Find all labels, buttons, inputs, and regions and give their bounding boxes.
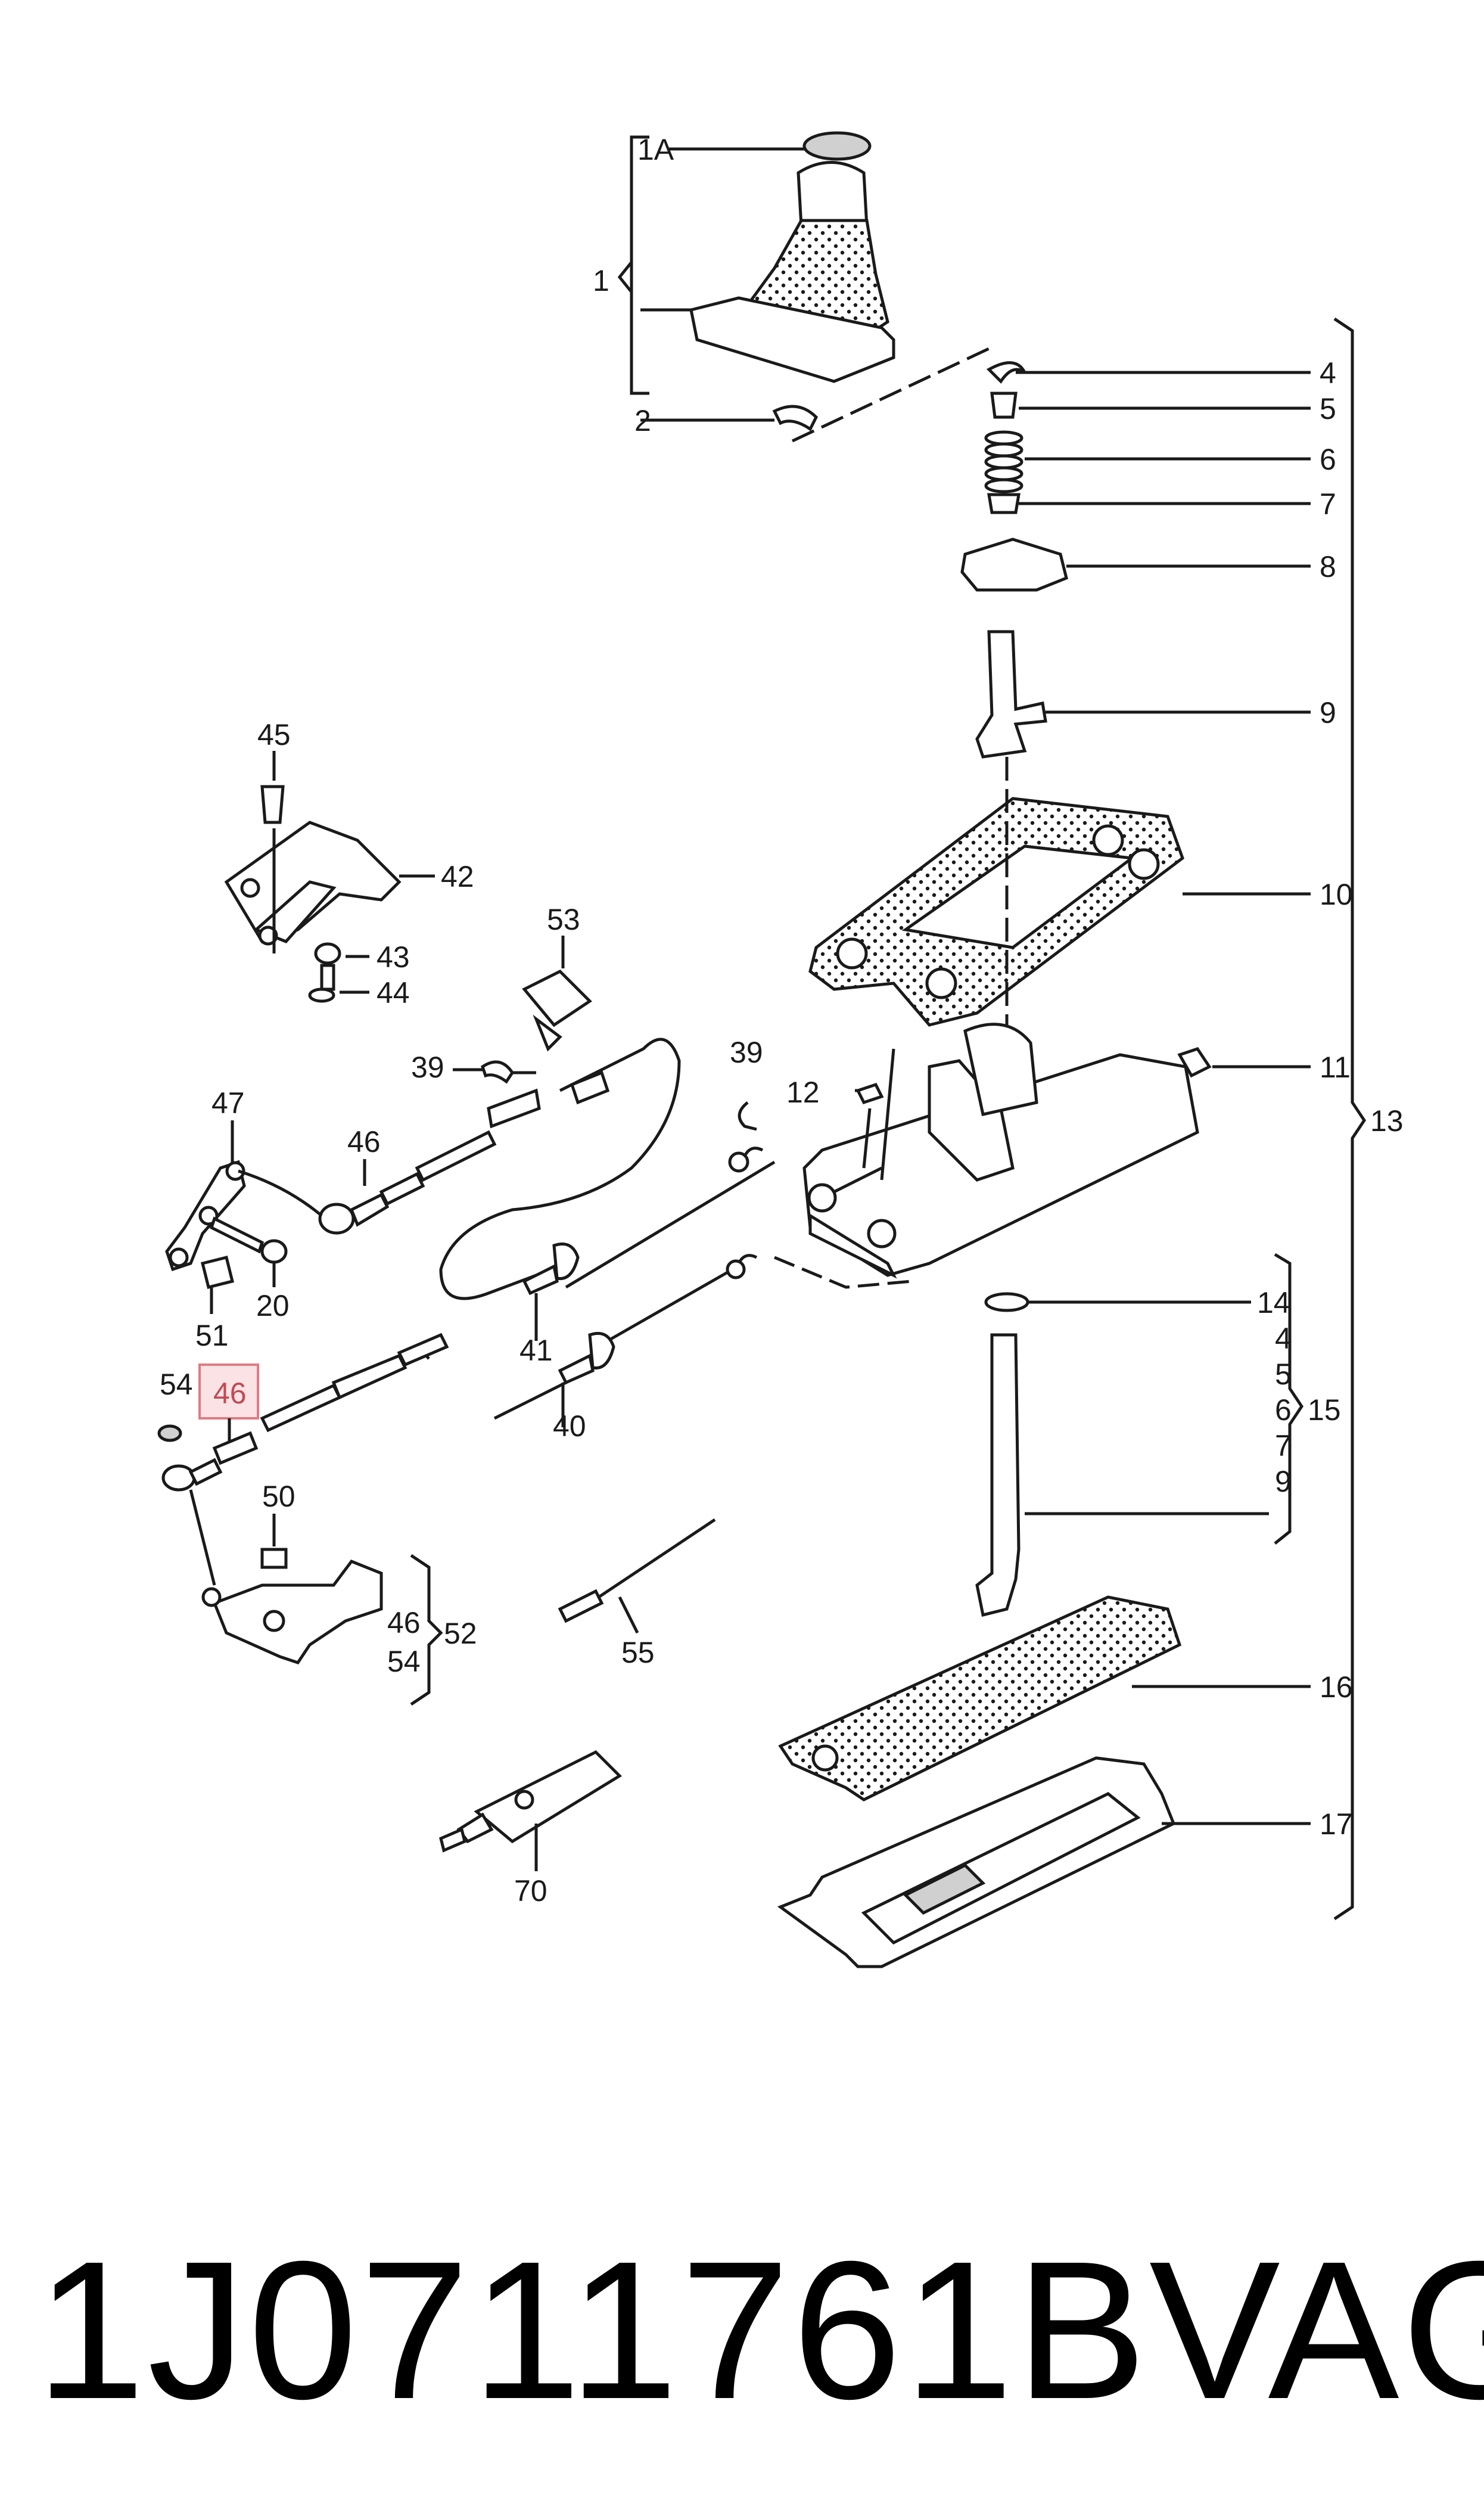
callout-15: 15 (1308, 1393, 1341, 1427)
callout-40: 40 (553, 1409, 586, 1443)
callout-16: 16 (1320, 1670, 1353, 1704)
cable-tie (558, 1518, 716, 1634)
cable-clip (522, 936, 592, 1052)
callout-14: 14 (1257, 1286, 1290, 1319)
callout-42: 42 (441, 860, 474, 893)
callout-1A: 1A (637, 133, 674, 166)
group52-46: 46 (387, 1606, 421, 1639)
callout-7: 7 (1320, 487, 1336, 521)
callout-50: 50 (262, 1480, 295, 1513)
part-number: 1J0711761B (36, 2220, 1149, 2440)
grease-tube (439, 1750, 623, 1871)
callout-43: 43 (377, 940, 410, 974)
shift-cable (260, 1254, 758, 1433)
callout-10: 10 (1320, 878, 1353, 911)
callout-4: 4 (1320, 356, 1336, 390)
callout-6: 6 (1320, 443, 1336, 476)
mounting-bracket (224, 751, 435, 1003)
lever-arm (165, 1120, 323, 1314)
callout-13: 13 (1370, 1104, 1404, 1138)
bracket-13 (1333, 317, 1367, 1921)
group15-6: 6 (1275, 1393, 1292, 1427)
brand-name: VAG (1149, 2220, 1484, 2440)
callout-8: 8 (1320, 550, 1336, 583)
callout-41: 41 (519, 1334, 553, 1367)
gasket-plate (808, 757, 1311, 1027)
callout-46-upper: 46 (347, 1125, 381, 1158)
callout-54-upper: 54 (160, 1368, 193, 1401)
callout-70: 70 (514, 1874, 547, 1908)
callout-47: 47 (211, 1086, 245, 1120)
group52-54: 54 (387, 1645, 421, 1678)
shift-lever-stack (960, 361, 1311, 759)
callout-11: 11 (1320, 1051, 1351, 1084)
group15-9: 9 (1275, 1465, 1292, 1498)
callout-44: 44 (377, 976, 410, 1010)
callout-46-highlighted: 46 (213, 1377, 247, 1410)
callout-2: 2 (634, 404, 651, 437)
callout-20: 20 (256, 1289, 290, 1322)
callout-51: 51 (195, 1319, 229, 1352)
callout-39-right: 39 (730, 1036, 763, 1069)
cable-bracket (201, 1514, 443, 1706)
callout-17: 17 (1320, 1807, 1353, 1841)
callout-1: 1 (593, 264, 609, 297)
exploded-parts-diagram: 1A 1 2 4 5 6 7 8 9 13 (157, 131, 1404, 1968)
callout-45: 45 (257, 718, 291, 751)
callout-39-left: 39 (411, 1051, 444, 1084)
highlighted-part-46[interactable]: 46 (198, 1363, 259, 1420)
group15-7: 7 (1275, 1429, 1292, 1462)
callout-12: 12 (786, 1076, 820, 1109)
shift-housing (774, 1023, 1311, 1289)
group15-4: 4 (1275, 1322, 1292, 1355)
footer-caption: 1J0711761B VAG (36, 2205, 1484, 2455)
callout-9: 9 (1320, 696, 1336, 729)
gear-knob-boot-assembly (617, 131, 990, 443)
callout-55: 55 (621, 1636, 655, 1669)
callout-53: 53 (547, 903, 580, 936)
group15-5: 5 (1275, 1358, 1292, 1391)
selector-cable (318, 1038, 776, 1341)
bottom-plates (777, 1595, 1311, 1968)
callout-5: 5 (1320, 392, 1336, 425)
cable-end-lower (157, 1418, 259, 1586)
callout-52: 52 (444, 1617, 477, 1650)
lower-shaft (975, 1253, 1304, 1617)
